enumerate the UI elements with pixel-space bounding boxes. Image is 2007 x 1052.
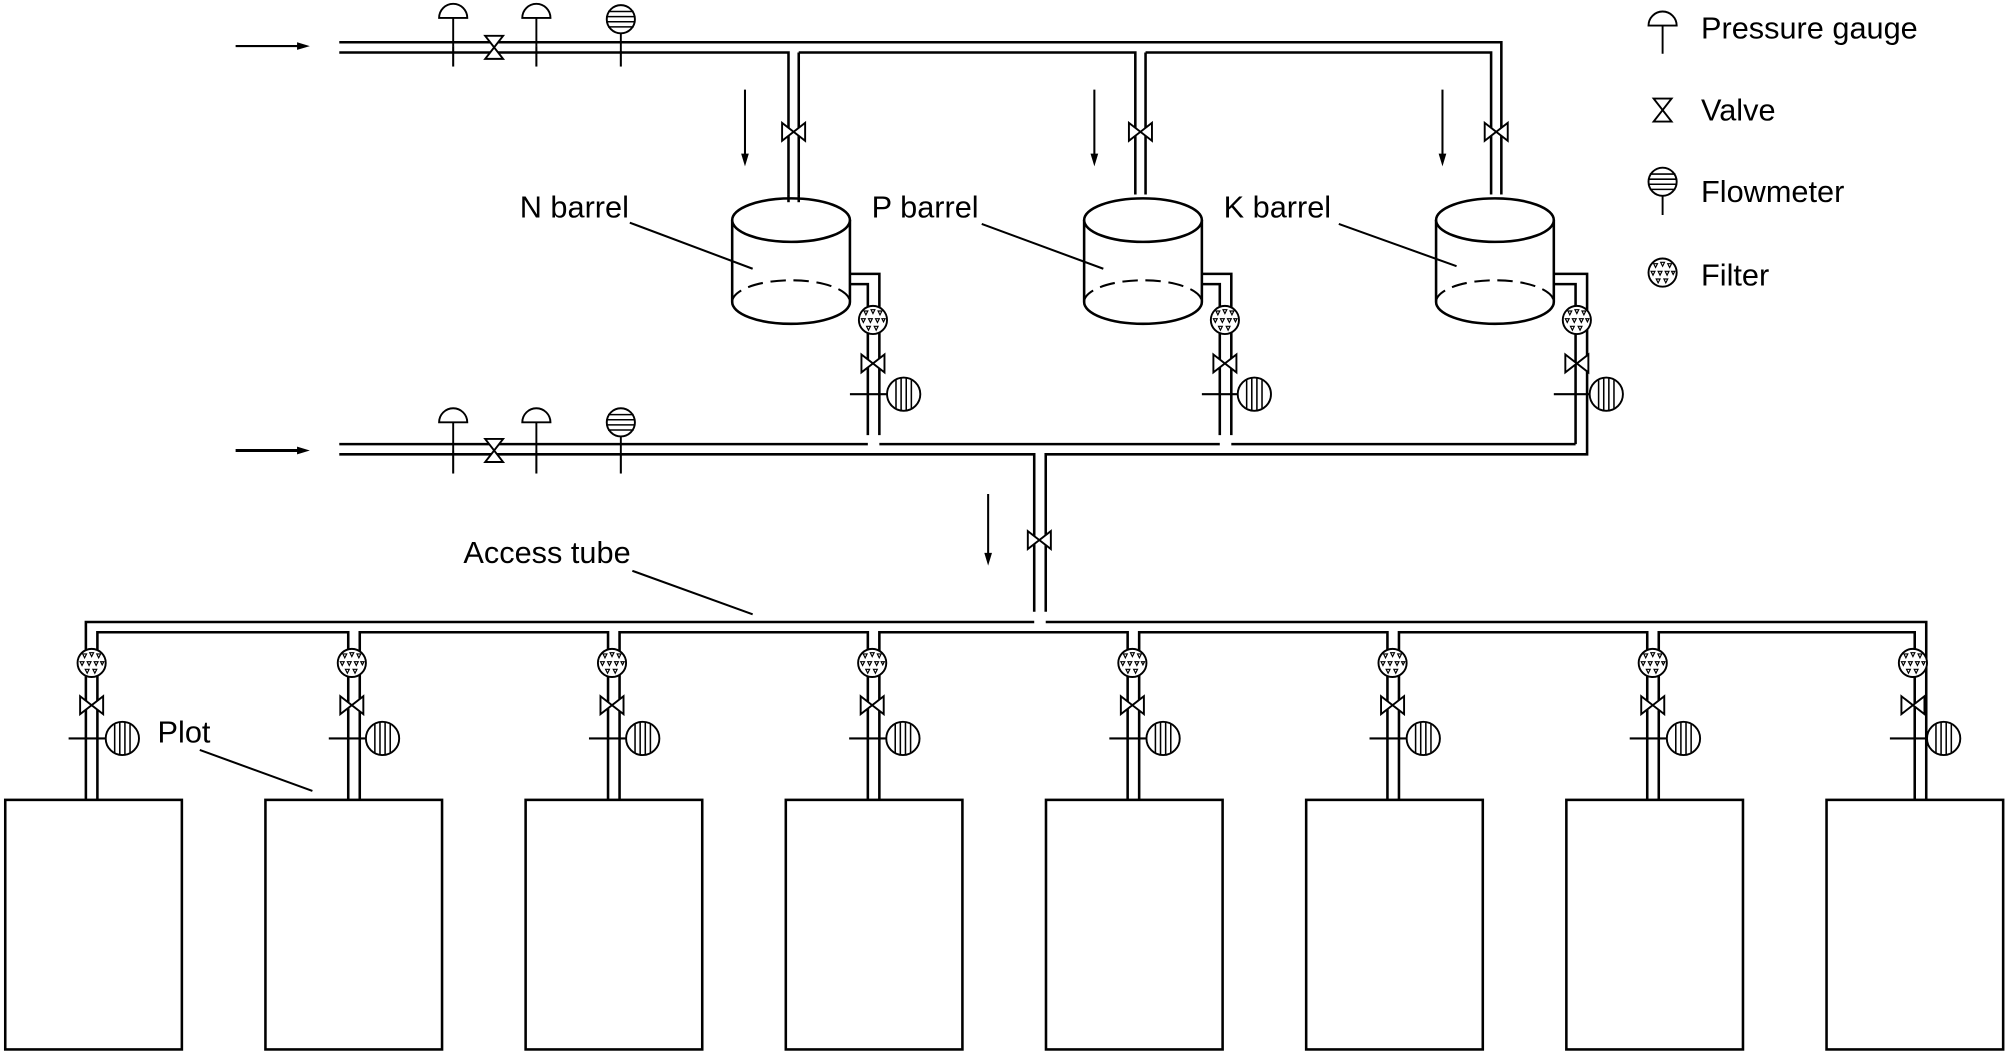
flowmeter-icon <box>1405 720 1441 757</box>
k-barrel-label: K barrel <box>1224 190 1332 225</box>
flowmeter-icon <box>1926 720 1962 757</box>
plot-branch <box>1044 647 1224 1051</box>
valve-icon <box>1212 353 1238 374</box>
filter-icon <box>1637 647 1668 678</box>
flowmeter-icon <box>1236 376 1272 412</box>
valve-icon <box>1380 695 1406 716</box>
distribution-manifold: Access tube Plot <box>84 535 1928 800</box>
plot-branch <box>1565 647 1745 1051</box>
plot-label: Plot <box>158 714 211 749</box>
valve-icon <box>484 438 505 463</box>
flowmeter-icon <box>1588 376 1624 412</box>
plot-branch <box>1304 647 1485 1051</box>
plot-box <box>784 798 964 1051</box>
flowmeter-icon <box>886 376 922 412</box>
barrel-outlets <box>849 272 1624 612</box>
filter-icon <box>596 647 628 678</box>
plot-branch <box>524 647 704 1051</box>
flowmeter-icon <box>1647 166 1678 216</box>
flow-arrow-icon <box>984 552 992 566</box>
plot-box <box>264 798 444 1051</box>
valve-icon <box>599 695 625 716</box>
access-tube-label: Access tube <box>463 535 630 570</box>
valve-icon <box>1127 121 1153 142</box>
p-barrel-label: P barrel <box>872 190 979 225</box>
plots <box>3 647 2005 1051</box>
flowmeter-icon <box>605 407 636 457</box>
p-barrel-leader <box>981 223 1104 270</box>
plot-branch <box>784 647 964 1051</box>
plot-box <box>1304 798 1485 1051</box>
valve-icon <box>1483 121 1509 142</box>
pressure-gauge-icon <box>1647 10 1678 55</box>
n-barrel-leader <box>629 221 754 270</box>
k-barrel-leader <box>1338 223 1457 268</box>
valve-icon <box>859 695 885 716</box>
plot-branch <box>1825 647 2005 1051</box>
flowmeter-icon <box>364 720 401 757</box>
flow-arrow-icon <box>741 153 749 167</box>
legend-filter-label: Filter <box>1701 257 1769 292</box>
flow-arrow-icon <box>1438 153 1447 167</box>
pressure-gauge-icon <box>521 2 552 48</box>
valve-icon <box>1026 530 1052 550</box>
plot-box <box>524 798 704 1051</box>
top-supply-line <box>235 2 1509 195</box>
filter-icon <box>336 647 367 678</box>
plot-box <box>1565 798 1745 1051</box>
k-barrel: K barrel <box>1224 190 1556 326</box>
plot-box <box>1044 798 1224 1051</box>
flowmeter-icon <box>104 720 140 757</box>
n-barrel-label: N barrel <box>520 190 629 225</box>
valve-icon <box>1640 695 1666 716</box>
flowmeter-icon <box>625 720 661 757</box>
middle-supply-line <box>235 407 1576 612</box>
valve-icon <box>781 121 807 142</box>
flowmeter-icon <box>605 4 636 54</box>
filter-icon <box>857 647 888 678</box>
plot-leader <box>199 749 313 792</box>
filter-icon <box>1377 647 1408 678</box>
filter-icon <box>1117 647 1148 678</box>
plot-branch <box>3 647 184 1051</box>
filter-icon <box>1561 304 1592 335</box>
valve-icon <box>484 34 505 60</box>
valve-icon <box>339 695 365 716</box>
legend-pressure-gauge-label: Pressure gauge <box>1701 10 1918 45</box>
valve-icon <box>1119 695 1145 716</box>
n-barrel: N barrel <box>520 190 852 326</box>
valve-icon <box>1652 97 1673 123</box>
valve-icon <box>860 353 886 374</box>
access-tube-leader <box>632 569 754 616</box>
filter-icon <box>1647 257 1678 288</box>
plot-box <box>3 798 184 1051</box>
p-barrel: P barrel <box>872 190 1204 326</box>
flowmeter-icon <box>1145 720 1181 757</box>
plot-branch <box>264 647 444 1051</box>
filter-icon <box>857 304 888 335</box>
barrels: N barrel P barrel K barrel <box>520 190 1556 326</box>
flowmeter-icon <box>1665 720 1702 757</box>
legend: Pressure gauge Valve Flowmeter Filter <box>1647 10 1918 292</box>
legend-flowmeter-label: Flowmeter <box>1701 174 1844 209</box>
legend-valve-label: Valve <box>1701 92 1776 127</box>
flow-arrow-icon <box>1090 153 1099 167</box>
filter-icon <box>1897 647 1928 678</box>
pressure-gauge-icon <box>438 2 469 48</box>
plot-box <box>1825 798 2005 1051</box>
valve-icon <box>1900 695 1926 716</box>
flowmeter-icon <box>885 720 921 757</box>
valve-icon <box>79 695 105 716</box>
flow-arrow-head <box>297 42 310 50</box>
filter-icon <box>1209 304 1240 335</box>
filter-icon <box>76 647 107 678</box>
flow-arrow-icon <box>297 446 310 455</box>
